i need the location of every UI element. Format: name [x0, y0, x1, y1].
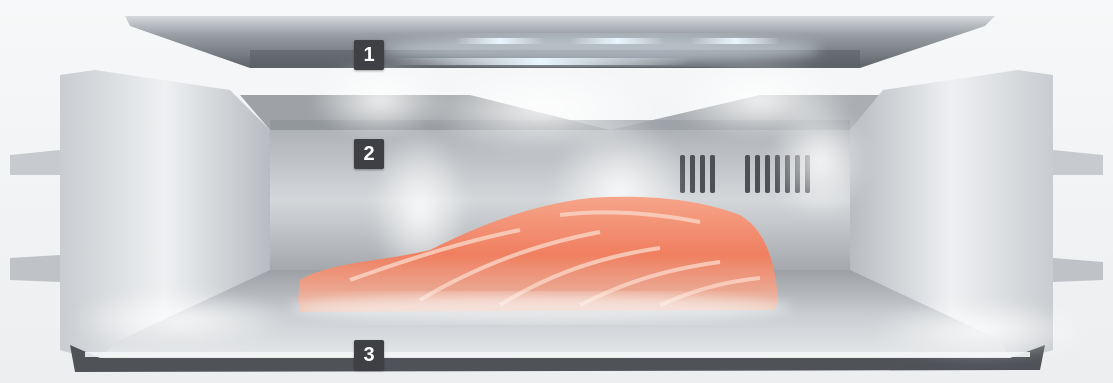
callout-badge-3: 3 [354, 340, 384, 370]
callout-badge-1: 1 [354, 40, 384, 70]
right-flange-bottom [1053, 258, 1103, 282]
left-flange-bottom [10, 255, 60, 282]
tray-rim-highlight [85, 352, 1030, 357]
callout-badge-2: 2 [354, 139, 384, 169]
